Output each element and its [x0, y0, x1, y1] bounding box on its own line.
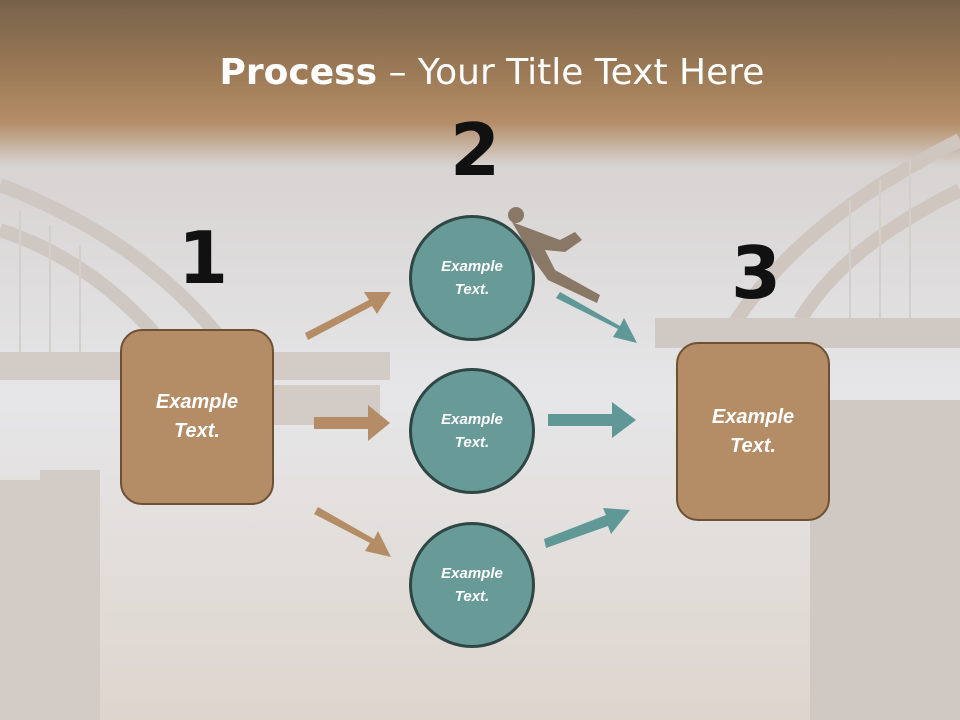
- step-number-2: 2: [450, 108, 501, 192]
- circle-top-text: Example Text.: [441, 258, 503, 298]
- circle-middle: Example Text.: [409, 368, 535, 494]
- box-step-3: Example Text.: [676, 342, 830, 521]
- step-number-1: 1: [178, 216, 229, 300]
- jumping-person: [508, 207, 600, 303]
- circle-middle-text: Example Text.: [441, 411, 503, 451]
- box-step-1: Example Text.: [120, 329, 274, 505]
- step-number-3: 3: [731, 231, 782, 315]
- circle-bottom-text: Example Text.: [441, 565, 503, 605]
- box-step-3-text: Example Text.: [711, 405, 795, 457]
- title-rest: – Your Title Text Here: [377, 52, 765, 93]
- circle-bottom: Example Text.: [409, 522, 535, 648]
- title-bold: Process: [219, 52, 378, 93]
- circle-top: Example Text.: [409, 215, 535, 341]
- slide-title: Process – Your Title Text Here: [0, 52, 960, 93]
- box-step-1-text: Example Text.: [155, 391, 239, 442]
